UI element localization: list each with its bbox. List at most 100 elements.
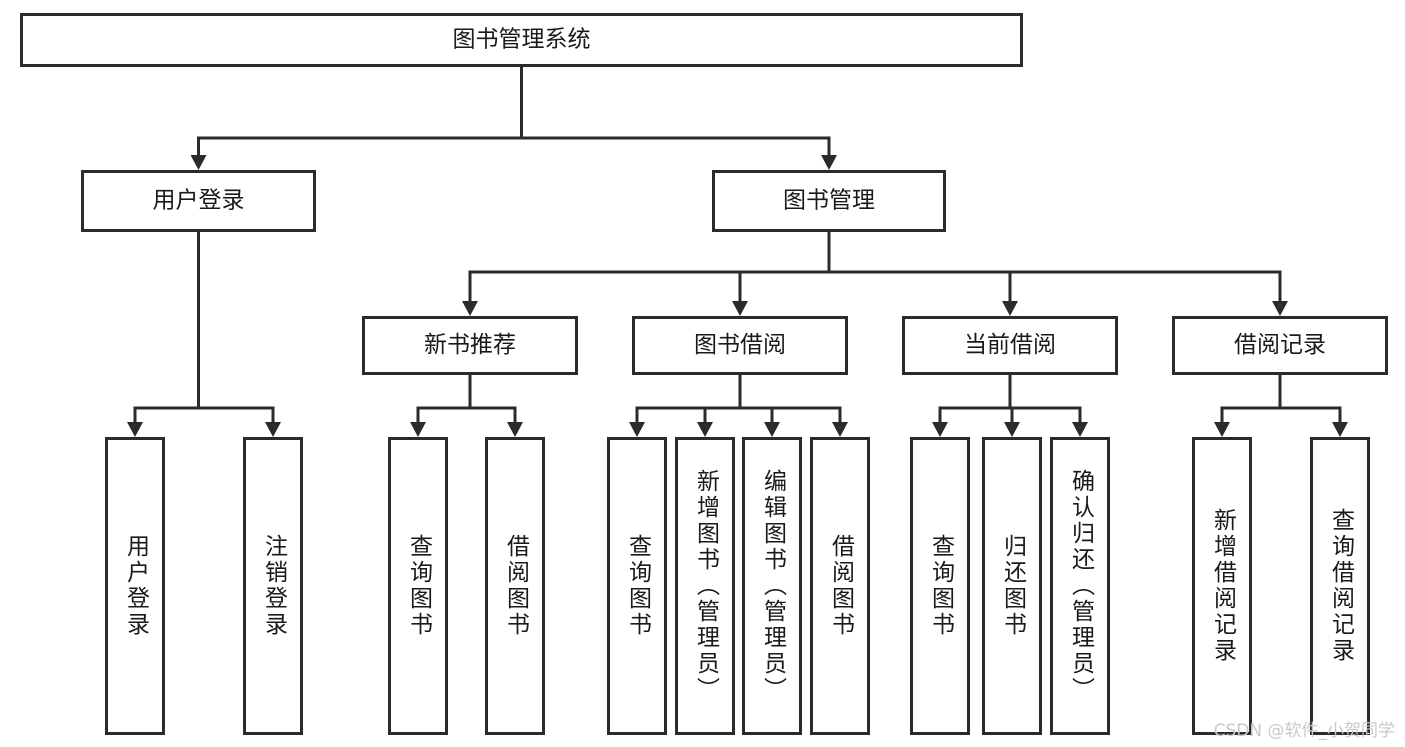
arrow-head-icon: [410, 422, 426, 437]
node-label: 查询图书: [406, 534, 434, 638]
arrow-head-icon: [1072, 422, 1088, 437]
node-label: 图书管理: [783, 188, 875, 214]
arrow-head-icon: [1214, 422, 1230, 437]
node-label: 查询图书: [928, 534, 956, 638]
connector-leaf-11: [1214, 375, 1282, 437]
csdn-watermark: CSDN @软件_小贺同学: [1213, 721, 1395, 741]
arrow-head-icon: [821, 155, 837, 170]
node-label: 注销登录: [261, 534, 289, 638]
connector-leaf-7: [738, 375, 848, 437]
arrow-head-icon: [1004, 422, 1020, 437]
arrow-head-icon: [1332, 422, 1348, 437]
connector-leaf-0: [127, 232, 200, 437]
node-l3-当前借阅-2[interactable]: 当前借阅: [902, 316, 1118, 375]
arrow-head-icon: [932, 422, 948, 437]
connector-mgr-l3-3: [827, 232, 1288, 316]
arrow-head-icon: [265, 422, 281, 437]
arrow-head-icon: [764, 422, 780, 437]
node-box: [910, 437, 970, 735]
node-leaf-借阅图书-7[interactable]: 借阅图书: [810, 437, 870, 735]
connector-mgr-l3-1: [732, 232, 831, 316]
node-root-图书管理系统[interactable]: 图书管理系统: [20, 13, 1023, 67]
node-leaf-注销登录-1[interactable]: 注销登录: [243, 437, 303, 735]
arrow-head-icon: [1272, 301, 1288, 316]
node-label: 编辑图书（管理员）: [760, 469, 788, 703]
node-label: 借阅图书: [828, 534, 856, 638]
connector-leaf-9: [1004, 375, 1020, 437]
node-label: 借阅记录: [1234, 332, 1326, 358]
node-box: [388, 437, 448, 735]
node-l3-新书推荐-0[interactable]: 新书推荐: [362, 316, 578, 375]
node-box: [243, 437, 303, 735]
connector-mgr-l3-0: [462, 232, 831, 316]
node-box: [810, 437, 870, 735]
node-box: [81, 170, 316, 232]
arrow-head-icon: [697, 422, 713, 437]
node-leaf-借阅图书-3[interactable]: 借阅图书: [485, 437, 545, 735]
node-box: [632, 316, 848, 375]
node-label: 用户登录: [123, 534, 151, 638]
node-leaf-用户登录-0[interactable]: 用户登录: [105, 437, 165, 735]
node-label: 新增图书（管理员）: [693, 469, 721, 703]
node-box: [485, 437, 545, 735]
node-box: [1050, 437, 1110, 735]
connector-layer: [127, 67, 1348, 437]
node-l2-图书管理-1[interactable]: 图书管理: [712, 170, 946, 232]
node-leaf-查询图书-4[interactable]: 查询图书: [607, 437, 667, 735]
node-leaf-新增图书管理员-5[interactable]: 新增图书（管理员）: [675, 437, 735, 735]
node-label: 确认归还（管理员）: [1068, 469, 1096, 703]
node-leaf-编辑图书管理员-6[interactable]: 编辑图书（管理员）: [742, 437, 802, 735]
node-leaf-查询图书-2[interactable]: 查询图书: [388, 437, 448, 735]
connector-leaf-5: [697, 375, 742, 437]
node-box: [362, 316, 578, 375]
arrow-head-icon: [1002, 301, 1018, 316]
node-l3-借阅记录-3[interactable]: 借阅记录: [1172, 316, 1388, 375]
node-label: 借阅图书: [503, 534, 531, 638]
node-l3-图书借阅-1[interactable]: 图书借阅: [632, 316, 848, 375]
arrow-head-icon: [462, 301, 478, 316]
node-box: [675, 437, 735, 735]
node-label: 查询借阅记录: [1328, 508, 1356, 664]
node-leaf-查询图书-8[interactable]: 查询图书: [910, 437, 970, 735]
node-box: [1310, 437, 1370, 735]
node-label: 归还图书: [1000, 534, 1028, 638]
node-box: [20, 13, 1023, 67]
node-label: 图书借阅: [694, 332, 786, 358]
node-label: 新增借阅记录: [1210, 508, 1238, 664]
connector-root-l2-0: [190, 67, 523, 170]
node-label: 图书管理系统: [453, 27, 591, 53]
node-box: [1172, 316, 1388, 375]
connector-leaf-8: [932, 375, 1012, 437]
connector-leaf-3: [468, 375, 523, 437]
node-box: [902, 316, 1118, 375]
node-box: [1192, 437, 1252, 735]
connector-mgr-l3-2: [827, 232, 1018, 316]
node-box: [982, 437, 1042, 735]
node-leaf-归还图书-9[interactable]: 归还图书: [982, 437, 1042, 735]
node-leaf-查询借阅记录-12[interactable]: 查询借阅记录: [1310, 437, 1370, 735]
node-box: [742, 437, 802, 735]
arrow-head-icon: [732, 301, 748, 316]
arrow-head-icon: [190, 155, 207, 170]
node-box: [607, 437, 667, 735]
node-label: 新书推荐: [424, 332, 516, 358]
connector-leaf-10: [1008, 375, 1088, 437]
connector-leaf-4: [629, 375, 742, 437]
connector-leaf-12: [1278, 375, 1348, 437]
connector-leaf-1: [197, 232, 281, 437]
node-box: [105, 437, 165, 735]
arrow-head-icon: [629, 422, 645, 437]
node-leaf-新增借阅记录-11[interactable]: 新增借阅记录: [1192, 437, 1252, 735]
node-layer: 图书管理系统用户登录图书管理新书推荐图书借阅当前借阅借阅记录用户登录注销登录查询…: [20, 13, 1388, 735]
connector-leaf-6: [738, 375, 780, 437]
node-leaf-确认归还管理员-10[interactable]: 确认归还（管理员）: [1050, 437, 1110, 735]
arrow-head-icon: [832, 422, 848, 437]
connector-root-l2-1: [520, 67, 837, 170]
node-label: 当前借阅: [964, 332, 1056, 358]
arrow-head-icon: [507, 422, 523, 437]
node-box: [712, 170, 946, 232]
arrow-head-icon: [127, 422, 143, 437]
node-l2-用户登录-0[interactable]: 用户登录: [81, 170, 316, 232]
